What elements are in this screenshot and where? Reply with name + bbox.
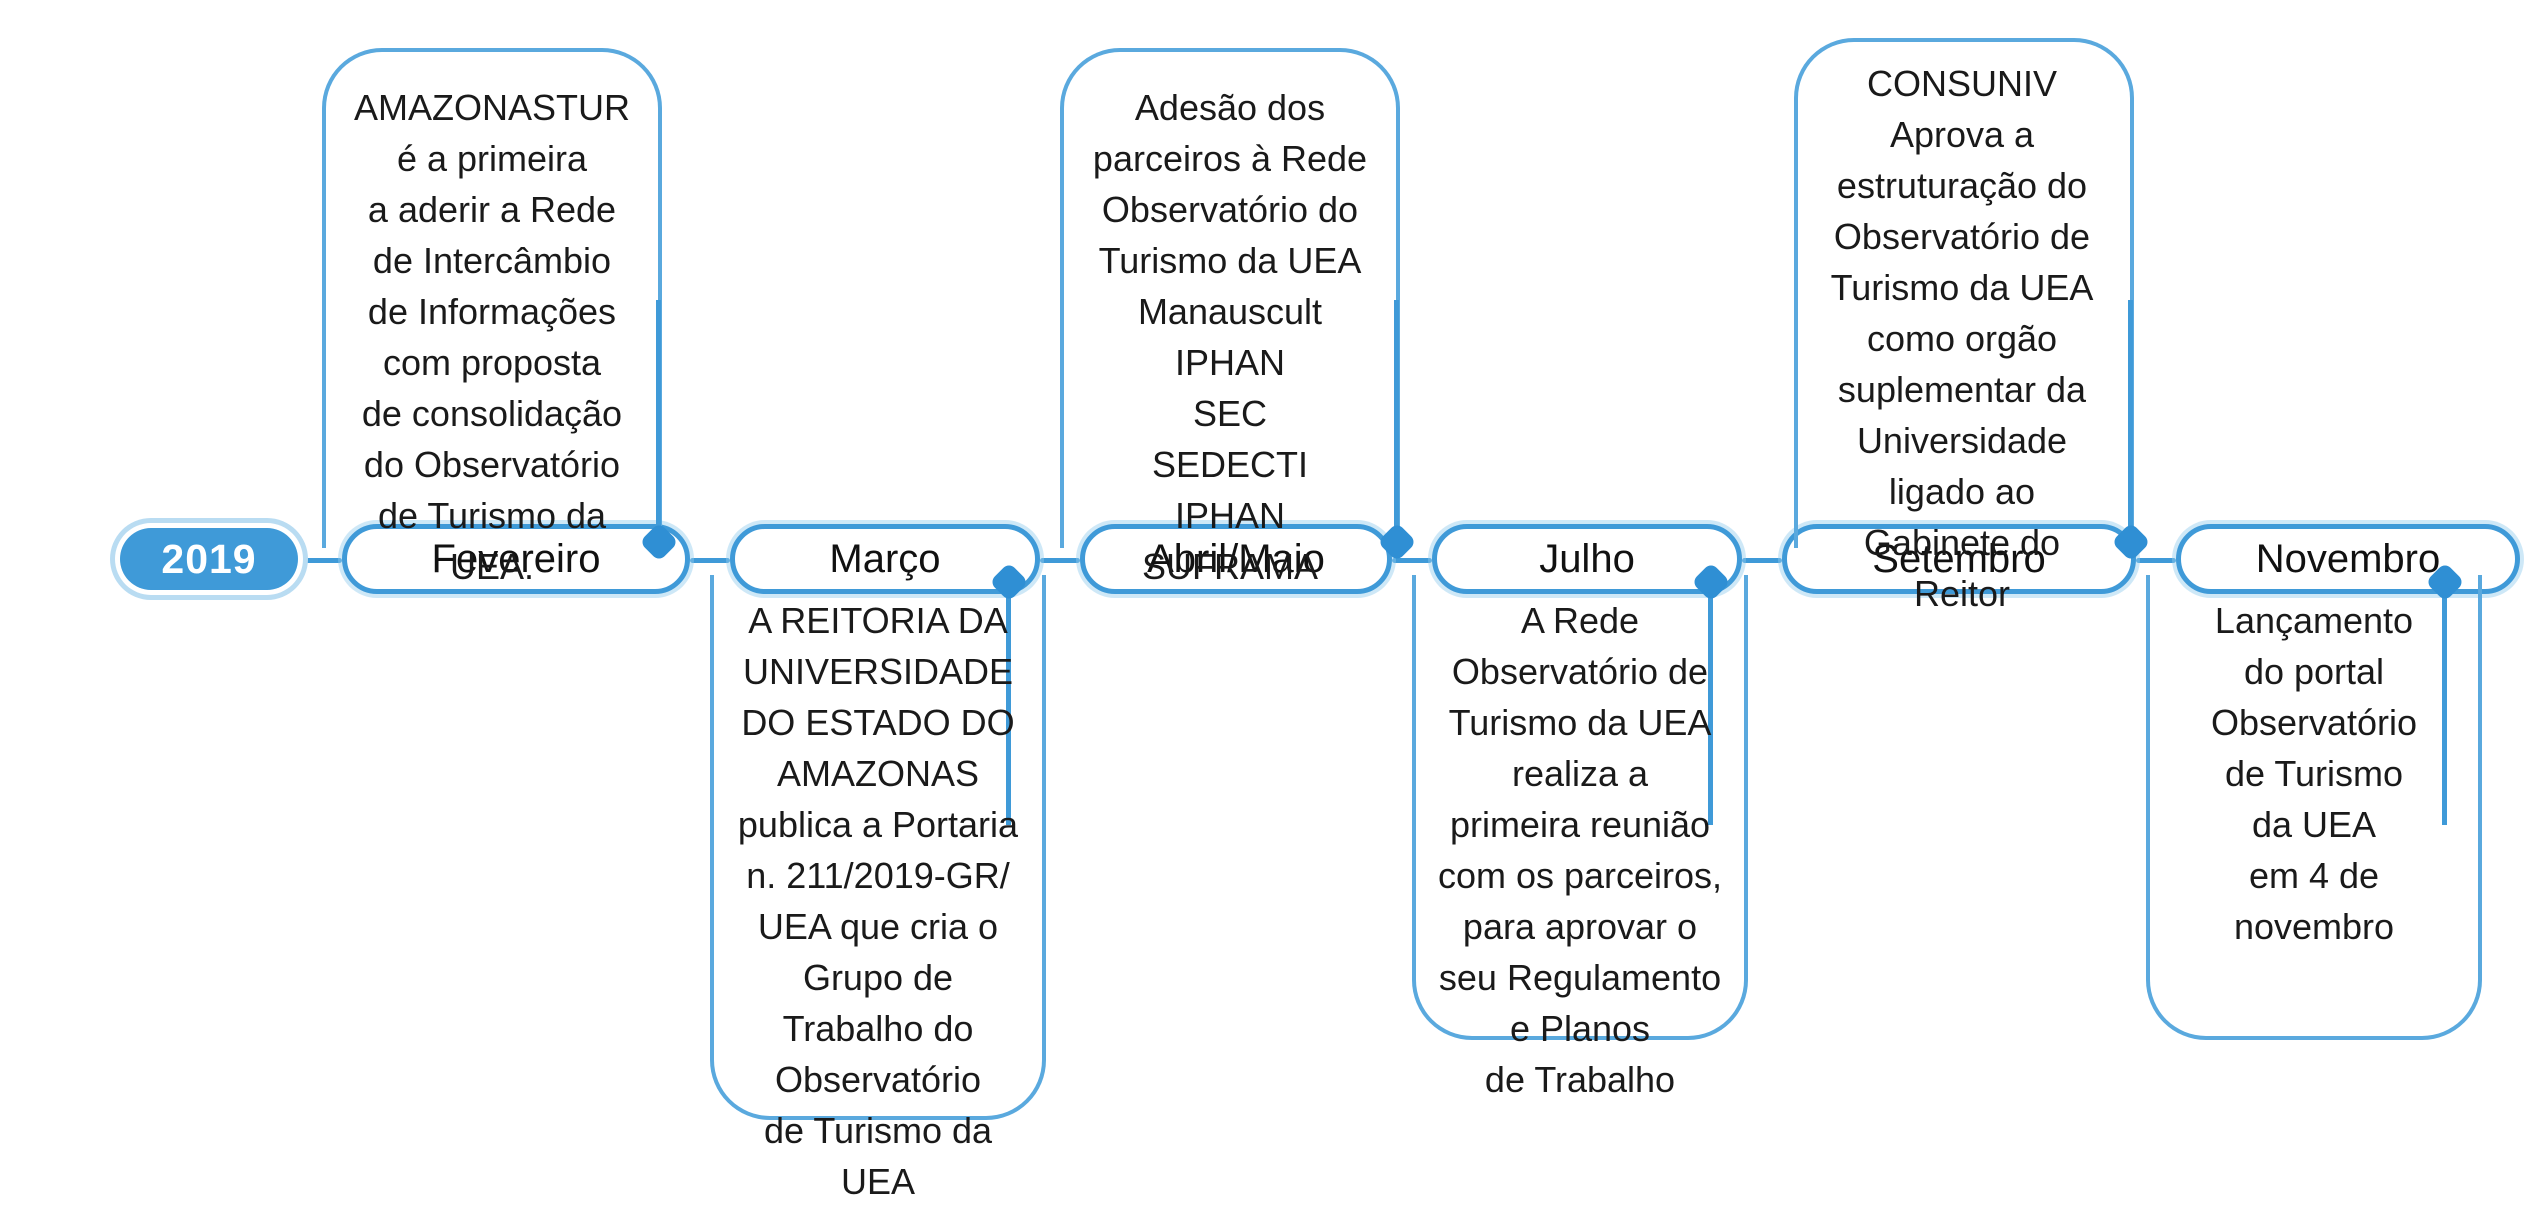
- callout-stem-novembro: [2442, 575, 2447, 825]
- milestone-pill-label: Novembro: [2255, 536, 2441, 581]
- rail-segment-set-nov: [2136, 558, 2176, 563]
- rail-segment-feb-mar: [690, 558, 730, 563]
- milestone-pill-fevereiro[interactable]: Fevereiro: [342, 524, 690, 594]
- milestone-pill-marco[interactable]: Março: [730, 524, 1040, 594]
- year-badge-label: 2019: [161, 535, 257, 582]
- milestone-pill-label: Fevereiro: [431, 536, 601, 581]
- milestone-pill-setembro[interactable]: Setembro: [1782, 524, 2136, 594]
- milestone-pill-julho[interactable]: Julho: [1432, 524, 1742, 594]
- milestone-pill-novembro[interactable]: Novembro: [2176, 524, 2520, 594]
- milestone-pill-label: Julho: [1539, 536, 1635, 581]
- milestone-pill-label: Setembro: [1872, 536, 2046, 581]
- rail-segment-mar-abr: [1040, 558, 1080, 563]
- callout-stem-abril-maio: [1394, 300, 1399, 545]
- timeline-diagram: 2019 Fevereiro Março Abril/Maio Julho Se…: [120, 38, 2520, 1202]
- rail-segment-abr-jul: [1392, 558, 1432, 563]
- callout-text-setembro: CONSUNIV Aprova a estruturação do Observ…: [1830, 63, 2094, 614]
- callout-stem-setembro: [2128, 300, 2133, 545]
- callout-text-novembro: Lançamento do portal Observatório de Tur…: [2210, 600, 2418, 947]
- callout-text-fevereiro: AMAZONASTUR é a primeira a aderir a Rede…: [353, 87, 630, 587]
- milestone-pill-abril-maio[interactable]: Abril/Maio: [1080, 524, 1392, 594]
- callout-stem-fevereiro: [656, 300, 661, 545]
- callout-text-marco: A REITORIA DA UNIVERSIDADE DO ESTADO DO …: [737, 600, 1019, 1202]
- rail-segment-jul-set: [1742, 558, 1782, 563]
- callout-text-julho: A Rede Observatório de Turismo da UEA re…: [1437, 600, 1723, 1100]
- callout-stem-julho: [1708, 575, 1713, 825]
- milestone-pill-label: Abril/Maio: [1147, 536, 1325, 581]
- callout-text-abril-maio: Adesão dos parceiros à Rede Observatório…: [1092, 87, 1368, 587]
- rail-segment-year-feb: [300, 558, 342, 563]
- year-badge: 2019: [120, 528, 298, 590]
- milestone-pill-label: Março: [829, 536, 941, 581]
- callout-stem-marco: [1006, 575, 1011, 825]
